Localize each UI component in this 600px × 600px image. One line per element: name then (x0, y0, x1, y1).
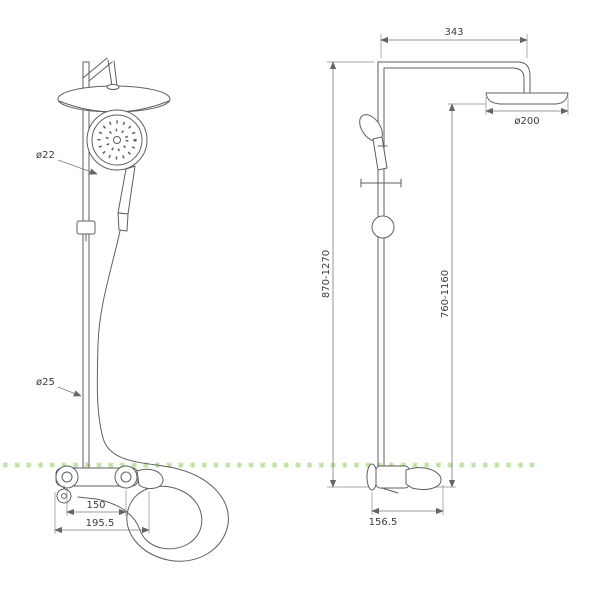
dim-label-head-diameter: ø200 (514, 116, 539, 127)
dim-arm-reach: 343 (380, 27, 528, 58)
rain-head-front (57, 84, 171, 113)
front-view: ø22 ø25 150 195.5 (36, 57, 229, 562)
dim-label-valve-centers: 150 (86, 500, 105, 511)
shower-arm-side (377, 61, 531, 93)
dim-valve-centers: 150 (66, 490, 127, 516)
mixer-lever-side (405, 467, 442, 491)
dim-label-riser-diameter: ø25 (36, 377, 55, 388)
dim-overall-height: 870-1270 (321, 61, 374, 488)
mixer-valve-side (366, 463, 442, 494)
shower-hose (77, 230, 229, 562)
dim-label-arm-reach: 343 (444, 27, 463, 38)
cross-bracket-side (360, 178, 402, 188)
dim-label-riser-height: 760-1160 (440, 270, 451, 318)
dim-label-valve-width: 195.5 (86, 518, 115, 529)
rain-head-side (485, 92, 569, 105)
hand-shower-front (86, 109, 148, 232)
dim-hand-shower-diameter: ø22 (36, 150, 98, 175)
hand-shower-side (359, 114, 388, 171)
mixer-valve-front (55, 465, 164, 504)
dim-valve-width: 195.5 (54, 492, 150, 534)
dim-label-hand-shower-diameter: ø22 (36, 150, 55, 161)
dim-riser-height: 760-1160 (440, 103, 486, 488)
hand-shower-handle-front (117, 165, 136, 215)
hose-outlet-front (56, 488, 72, 504)
dim-label-overall-height: 870-1270 (321, 250, 332, 298)
dim-label-valve-depth: 156.5 (369, 517, 398, 528)
side-view: 343 ø200 870-1270 760-1160 (321, 27, 569, 528)
dim-head-diameter: ø200 (485, 97, 569, 127)
shower-arm-front (82, 57, 118, 87)
slider-bracket-front (76, 220, 96, 242)
hose-connector-front (117, 212, 129, 232)
riser-pipe-front (82, 61, 90, 471)
slider-knob-side (371, 215, 395, 239)
dim-valve-depth: 156.5 (369, 485, 444, 528)
dim-riser-diameter: ø25 (36, 377, 82, 397)
mixer-lever-front (136, 468, 164, 489)
